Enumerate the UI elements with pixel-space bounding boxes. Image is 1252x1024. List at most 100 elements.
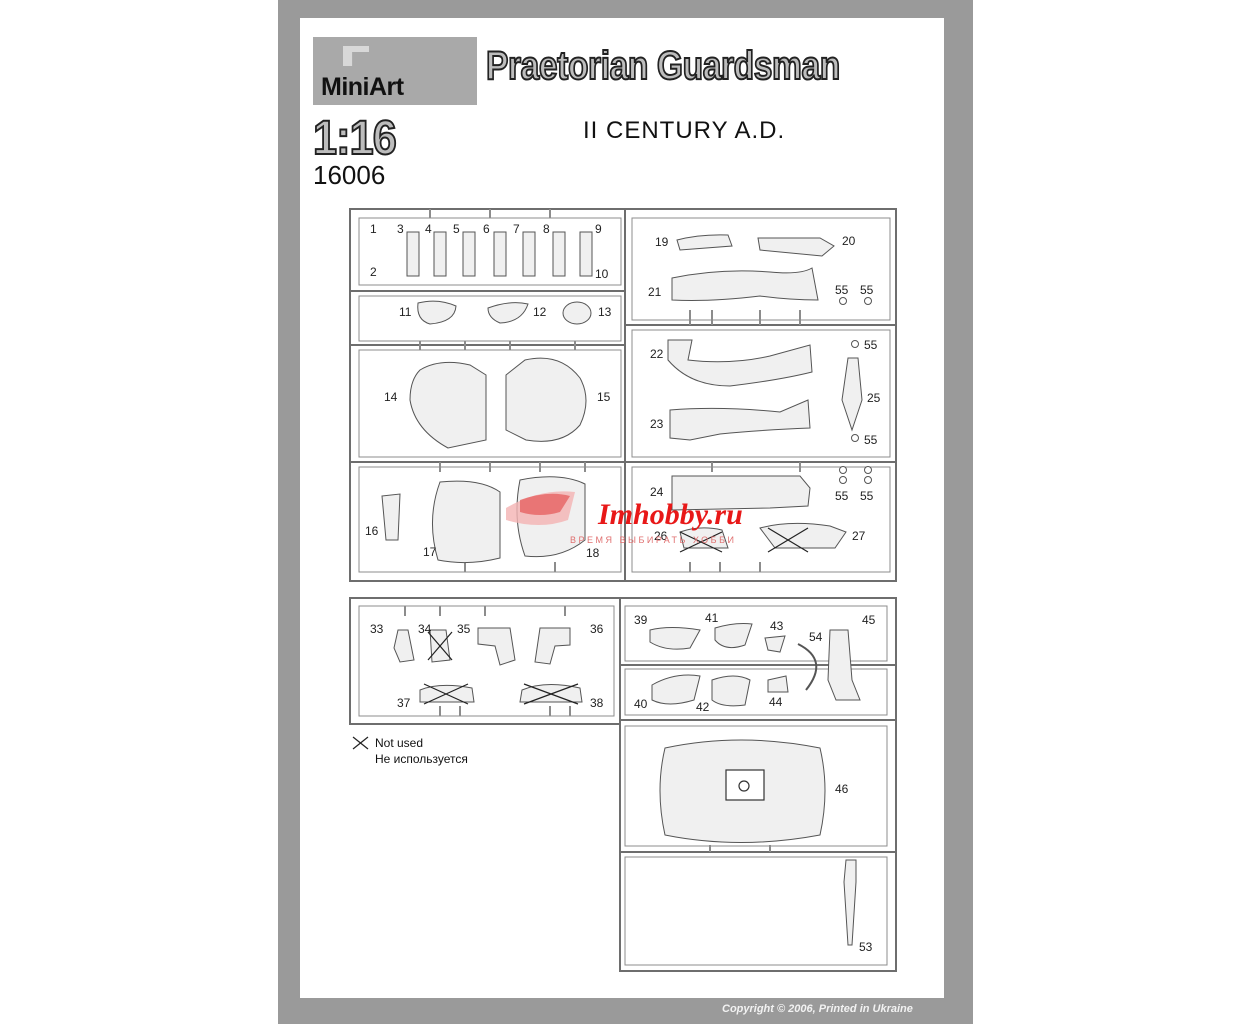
part-label: 17 xyxy=(423,545,437,559)
part-21-leg xyxy=(671,267,819,301)
part-27-arm xyxy=(759,522,847,549)
part-13 xyxy=(562,301,592,325)
part-38 xyxy=(519,684,583,703)
part-label: 27 xyxy=(852,529,866,543)
part-20-arm xyxy=(757,237,835,257)
part-25-dagger xyxy=(841,357,863,432)
not-used-marks xyxy=(352,527,809,750)
part-label: 24 xyxy=(650,485,664,499)
shield-boss xyxy=(725,769,765,801)
part-label: 16 xyxy=(365,524,379,538)
copyright-footer: Copyright © 2006, Printed in Ukraine xyxy=(722,1003,913,1015)
part-label: 14 xyxy=(384,390,398,404)
part-35 xyxy=(477,627,516,666)
part-22-leg xyxy=(667,339,813,387)
kit-number: 16006 xyxy=(313,160,386,190)
part-12 xyxy=(487,302,529,324)
part-label: 46 xyxy=(835,782,849,796)
brand-logo: MiniArt xyxy=(313,37,477,105)
watermark-logo-icon xyxy=(506,491,575,525)
part-45-spear xyxy=(827,629,861,701)
part-42 xyxy=(711,675,751,707)
part-54-arc xyxy=(797,643,818,691)
part-label: 13 xyxy=(598,305,612,319)
legend-not-used-ru: Не используется xyxy=(375,752,468,766)
brand-name: MiniArt xyxy=(321,73,404,101)
part-5-rod xyxy=(462,231,476,277)
part-7-rod xyxy=(522,231,536,277)
part-39 xyxy=(649,627,701,650)
part-label: 11 xyxy=(399,305,412,319)
part-44 xyxy=(767,675,789,693)
part-26 xyxy=(679,527,729,549)
part-24-leg xyxy=(671,475,811,511)
part-label: 44 xyxy=(769,695,783,709)
part-label: 55 xyxy=(864,433,878,447)
part-label: 36 xyxy=(590,622,604,636)
part-11 xyxy=(417,300,457,325)
part-43 xyxy=(764,635,786,653)
part-label: 55 xyxy=(860,489,874,503)
part-14-torso xyxy=(409,361,487,449)
part-label: 10 xyxy=(595,267,609,281)
part-label: 38 xyxy=(590,696,604,710)
part-label: 6 xyxy=(483,222,490,236)
part-label: 53 xyxy=(859,940,873,954)
part-label: 5 xyxy=(453,222,460,236)
part-label: 21 xyxy=(648,285,662,299)
part-label: 3 xyxy=(397,222,404,236)
part-label: 55 xyxy=(835,283,849,297)
part-labels: 1 2 3 4 5 6 7 8 9 10 11 12 13 14 15 16 1… xyxy=(365,222,881,954)
part-label: 33 xyxy=(370,622,384,636)
part-label: 43 xyxy=(770,619,784,633)
part-16-fasces xyxy=(381,493,401,541)
part-4-rod xyxy=(433,231,447,277)
part-label: 19 xyxy=(655,235,669,249)
part-label: 9 xyxy=(595,222,602,236)
part-label: 55 xyxy=(835,489,849,503)
part-53-sword xyxy=(843,859,857,946)
part-label: 15 xyxy=(597,390,611,404)
part-label: 55 xyxy=(860,283,874,297)
part-label: 25 xyxy=(867,391,881,405)
part-36 xyxy=(534,627,571,665)
part-label: 34 xyxy=(418,622,432,636)
part-15-torso xyxy=(505,357,587,442)
part-label: 40 xyxy=(634,697,648,711)
part-label: 8 xyxy=(543,222,550,236)
part-23-leg xyxy=(669,399,811,441)
part-6-rod xyxy=(493,231,507,277)
part-label: 2 xyxy=(370,265,377,279)
part-label: 7 xyxy=(513,222,520,236)
part-label: 12 xyxy=(533,305,547,319)
part-label: 26 xyxy=(654,529,668,543)
sprue-frame-upper xyxy=(349,208,897,582)
part-label: 23 xyxy=(650,417,664,431)
legend-not-used-en: Not used xyxy=(375,736,424,750)
part-41 xyxy=(714,623,753,649)
part-label: 55 xyxy=(864,338,878,352)
page-title: Praetorian Guardsman xyxy=(485,43,841,89)
part-33-hand xyxy=(393,629,415,663)
part-label: 41 xyxy=(705,611,719,625)
part-label: 37 xyxy=(397,696,411,710)
part-17-torso-back xyxy=(431,480,501,564)
part-label: 1 xyxy=(370,222,377,236)
part-label: 18 xyxy=(586,546,600,560)
part-label: 20 xyxy=(842,234,856,248)
part-label: 45 xyxy=(862,613,876,627)
sprue-frame-lower-right xyxy=(619,597,897,972)
part-19-arm xyxy=(676,234,733,251)
part-label: 35 xyxy=(457,622,471,636)
part-label: 22 xyxy=(650,347,664,361)
part-3-rod xyxy=(406,231,420,277)
part-9-rod xyxy=(579,231,593,277)
page-subtitle: II CENTURY A.D. xyxy=(583,117,786,144)
scale-label: 1:16 xyxy=(312,111,398,166)
part-label: 4 xyxy=(425,222,432,236)
watermark-tagline: ВРЕМЯ ВЫБИРАТЬ ХОББИ xyxy=(570,535,737,545)
part-label: 39 xyxy=(634,613,648,627)
watermark-site: Imhobby.ru xyxy=(598,498,743,531)
part-40 xyxy=(651,674,701,705)
